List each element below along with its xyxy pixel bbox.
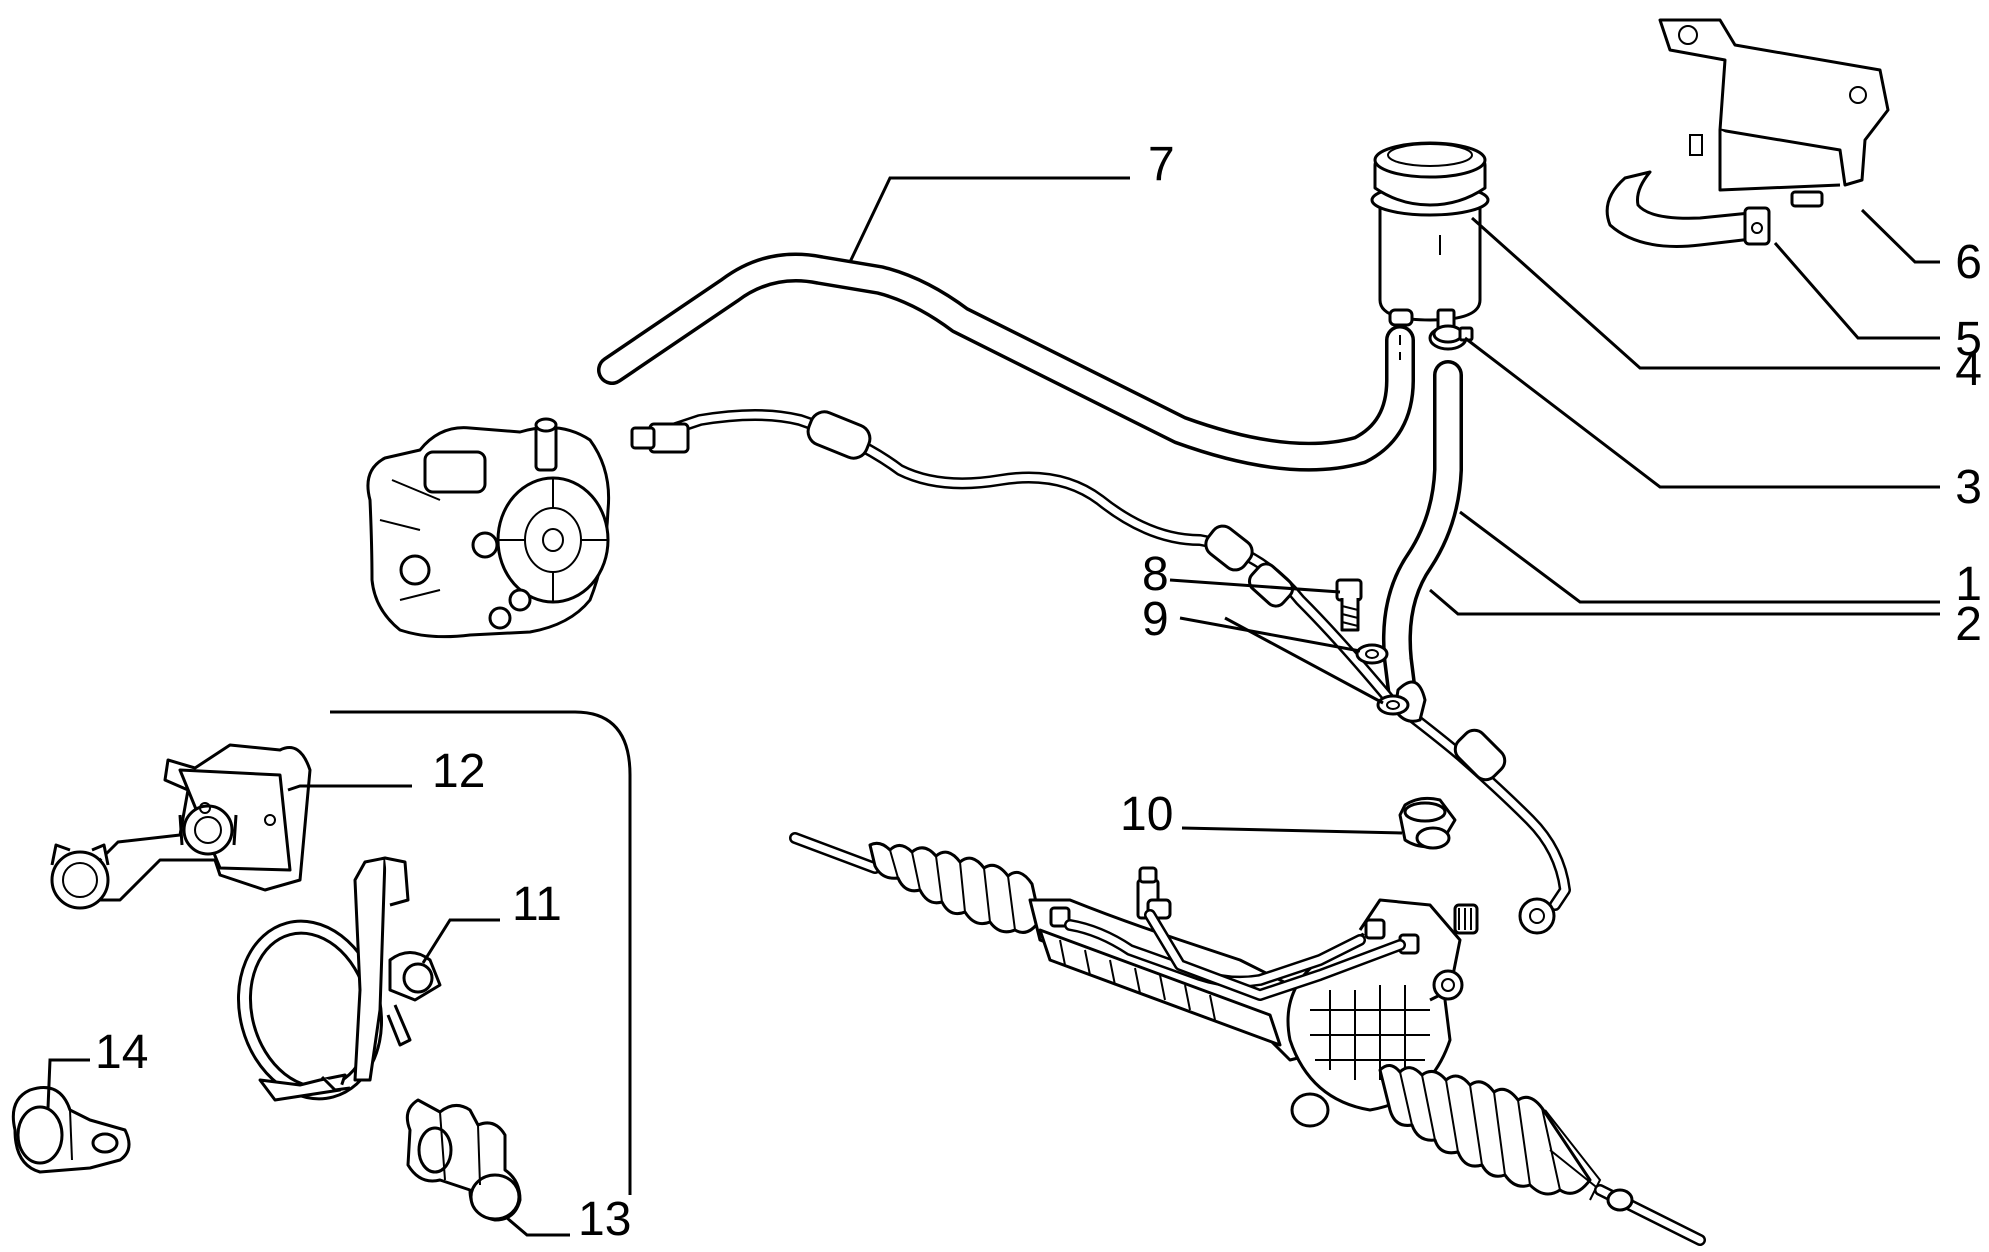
leader-lines — [46, 176, 1940, 1237]
leader-line-8 — [1169, 578, 1341, 594]
suction-hose-part-1 — [1381, 360, 1463, 715]
callout-14: 14 — [95, 1026, 148, 1079]
washer-upper-part-9 — [1355, 643, 1389, 665]
callout-2: 2 — [1955, 598, 1982, 651]
leader-line-1 — [1459, 510, 1940, 604]
leader-line-9b — [1224, 616, 1384, 705]
leader-line-7 — [848, 176, 1130, 263]
leader-line-4 — [1471, 216, 1940, 370]
power-steering-pump — [366, 417, 611, 639]
leader-line-12 — [287, 784, 412, 792]
callout-6: 6 — [1955, 236, 1982, 289]
return-hose-part-7 — [597, 252, 1415, 472]
callout-12: 12 — [432, 745, 485, 798]
leader-line-9a — [1179, 616, 1361, 653]
leader-line-14 — [46, 1058, 90, 1109]
callout-5: 5 — [1955, 313, 1982, 366]
leader-line-3 — [1464, 336, 1940, 489]
leader-line-5 — [1773, 242, 1940, 340]
callout-10: 10 — [1120, 788, 1173, 841]
leader-line-10 — [1181, 826, 1403, 835]
callout-4: 4 — [1955, 343, 1982, 396]
fluid-reservoir-part-4 — [1370, 141, 1490, 360]
leader-line-6 — [1860, 208, 1940, 264]
callout-9: 9 — [1142, 593, 1169, 646]
band-clamp-part-11 — [236, 856, 442, 1102]
callout-1: 1 — [1955, 558, 1982, 611]
pressure-pipe-part-2 — [630, 409, 1571, 935]
clip-bracket-part-12 — [50, 743, 312, 910]
p-clip-part-14 — [11, 1086, 131, 1174]
leader-line-13 — [330, 710, 632, 1195]
callout-11: 11 — [512, 878, 562, 931]
leader-line-13b — [506, 1216, 570, 1237]
leader-line-11 — [421, 918, 500, 964]
callout-8: 8 — [1142, 548, 1169, 601]
cap-part-10 — [1398, 796, 1457, 850]
double-clip-part-13 — [405, 1098, 522, 1222]
reservoir-clamp-part-5 — [1605, 170, 1824, 248]
callout-7: 7 — [1148, 138, 1175, 191]
steering-rack — [789, 832, 1706, 1246]
washer-lower-part-9 — [1376, 694, 1410, 716]
callout-13: 13 — [578, 1193, 631, 1246]
reservoir-bracket-part-6 — [1658, 18, 1890, 192]
callouts: 7 6 5 4 3 1 2 8 9 10 12 11 13 14 — [95, 138, 1982, 1246]
leader-line-2 — [1429, 588, 1940, 616]
banjo-bolt-part-8 — [1335, 578, 1363, 632]
callout-3: 3 — [1955, 461, 1982, 514]
